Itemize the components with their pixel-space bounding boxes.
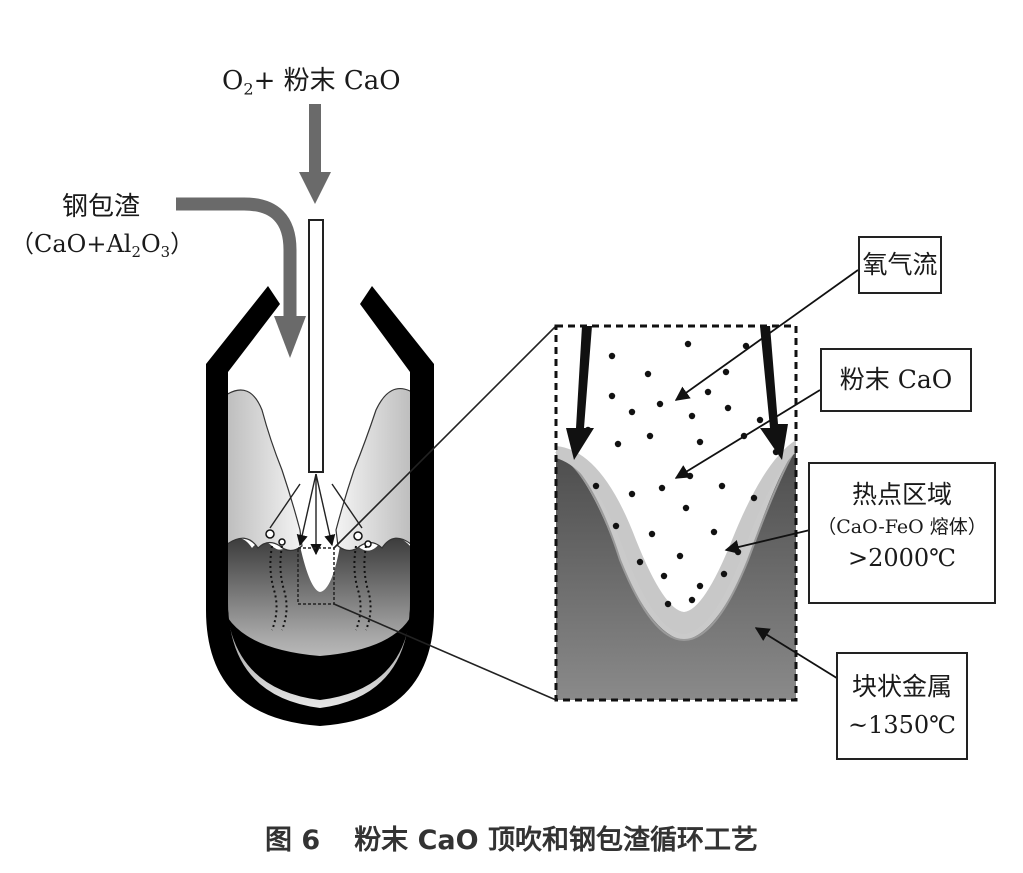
bulk-metal-box: 块状金属 ~1350℃ <box>836 652 968 760</box>
slag-formula-sub1: 2 <box>131 243 141 262</box>
feed-label-rest: + 粉末 CaO <box>253 66 401 96</box>
oxygen-jet-arrows <box>566 326 788 460</box>
hotspot-title: 热点区域 <box>851 480 952 509</box>
oxygen-flow-box: 氧气流 <box>858 236 942 294</box>
feed-label-o: O <box>222 66 244 96</box>
figure-number: 图 6 <box>265 825 321 856</box>
zoom-source-box <box>297 547 335 605</box>
ladle-slag-title: 钢包渣 <box>62 192 141 222</box>
oxygen-flow-label: 氧气流 <box>862 250 938 279</box>
zoom-guide-lines <box>333 325 557 701</box>
callout-arrows <box>674 269 859 681</box>
lance-jets <box>269 473 363 556</box>
slag-feed-arrow <box>176 197 306 358</box>
feed-label: O2+ 粉末 CaO <box>222 60 401 99</box>
cao-particles <box>584 340 780 608</box>
oxygen-lance <box>308 219 324 473</box>
bulk-metal-title: 块状金属 <box>851 672 952 701</box>
hotspot-temperature: >2000℃ <box>847 544 957 572</box>
hotspot-box: 热点区域 （CaO-FeO 熔体） >2000℃ <box>808 462 996 604</box>
feed-label-sub: 2 <box>243 79 254 99</box>
figure-caption: 图 6 粉末 CaO 顶吹和钢包渣循环工艺 <box>0 818 1023 857</box>
slag-formula-part3: ） <box>170 230 195 258</box>
powder-cao-label: 粉末 CaO <box>839 365 953 394</box>
figure-title: 粉末 CaO 顶吹和钢包渣循环工艺 <box>354 825 758 856</box>
feed-arrow <box>299 104 331 204</box>
surface-bubbles <box>265 529 372 548</box>
bulk-metal-temperature: ~1350℃ <box>847 711 957 739</box>
hotspot-detail: （CaO-FeO 熔体） <box>817 516 987 538</box>
slag-formula-sub2: 3 <box>160 243 171 262</box>
ladle-slag-formula: （CaO+Al2O3） <box>10 224 194 261</box>
powder-cao-box: 粉末 CaO <box>820 348 972 412</box>
zoom-detail-panel <box>554 324 798 702</box>
slag-formula-part2: O <box>140 230 161 258</box>
slag-formula-part1: （CaO+Al <box>10 230 132 258</box>
